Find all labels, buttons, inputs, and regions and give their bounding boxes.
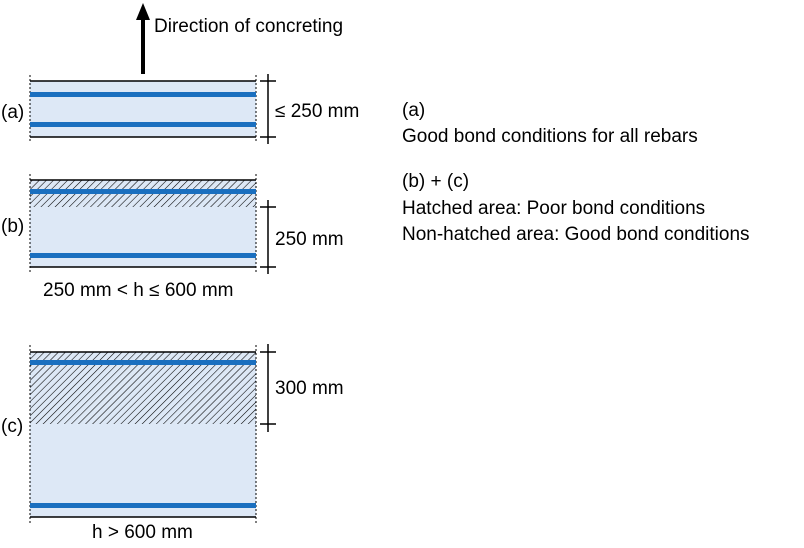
legend-hatched-text: Hatched area: Poor bond conditions — [402, 198, 705, 219]
panel-b — [29, 174, 276, 274]
rebar-a-top — [30, 92, 256, 97]
direction-label: Direction of concreting — [154, 16, 343, 37]
legend-a-title: (a) — [402, 100, 425, 121]
panel-b-label: (b) — [1, 216, 24, 237]
panel-a — [29, 74, 276, 144]
panel-c-label: (c) — [1, 416, 23, 437]
panel-c-height-label: h > 600 mm — [92, 522, 193, 543]
rebar-b-bottom — [30, 253, 256, 258]
legend-a-text: Good bond conditions for all rebars — [402, 126, 698, 147]
panel-b-dimension-label: 250 mm — [275, 229, 344, 250]
rebar-a-bottom — [30, 122, 256, 127]
rebar-b-top — [30, 189, 256, 194]
panel-a-dimension-label: ≤ 250 mm — [275, 101, 359, 122]
legend-bc-title: (b) + (c) — [402, 171, 469, 192]
panel-a-label: (a) — [1, 102, 24, 123]
rebar-c-top — [30, 360, 256, 365]
slab-a — [30, 81, 256, 137]
panel-c — [29, 344, 276, 523]
dimension-c — [260, 344, 276, 432]
dimension-a — [260, 74, 276, 144]
rebar-c-bottom — [30, 503, 256, 508]
dimension-b — [260, 200, 276, 274]
concreting-direction-arrow — [136, 3, 150, 74]
legend-nonhatched-text: Non-hatched area: Good bond conditions — [402, 224, 750, 245]
panel-c-dimension-label: 300 mm — [275, 378, 344, 399]
panel-b-height-label: 250 mm < h ≤ 600 mm — [43, 280, 233, 301]
